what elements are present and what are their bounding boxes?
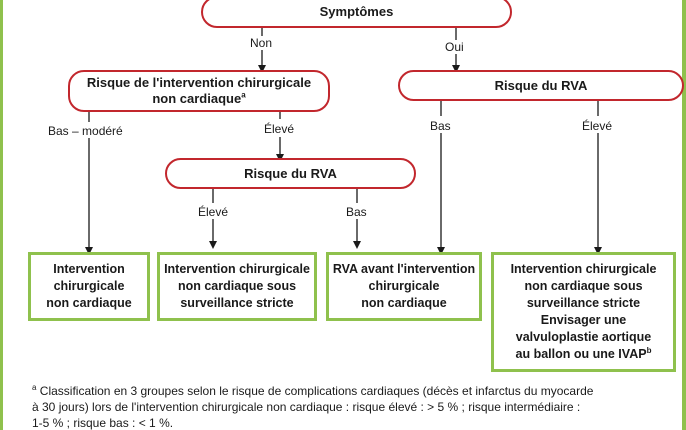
- node-risque-chir-text: Risque de l'intervention chirurgicale no…: [87, 75, 311, 107]
- outcome-4-text: Intervention chirurgicale non cardiaque …: [511, 261, 657, 363]
- footnote-ref-a: a: [241, 90, 246, 100]
- node-risque-rva-mid: Risque du RVA: [165, 158, 416, 189]
- node-symptomes: Symptômes: [201, 0, 512, 28]
- outcome-4-line5: valvuloplastie aortique: [515, 330, 652, 344]
- outcome-2-line1: Intervention chirurgicale: [164, 262, 310, 276]
- node-risque-chir-line2: non cardiaque: [152, 91, 242, 106]
- left-border-bar: [0, 0, 3, 430]
- footnote: a Classification en 3 groupes selon le r…: [32, 383, 680, 430]
- outcome-2-line3: surveillance stricte: [180, 296, 294, 310]
- outcome-surveillance-stricte: Intervention chirurgicale non cardiaque …: [157, 252, 317, 321]
- footnote-ref-b: b: [646, 345, 652, 355]
- outcome-valvuloplastie: Intervention chirurgicale non cardiaque …: [491, 252, 676, 372]
- outcome-1-line2: chirurgicale: [53, 279, 125, 293]
- footnote-line1: Classification en 3 groupes selon le ris…: [36, 384, 594, 398]
- footnote-line3: 1-5 % ; risque bas : < 1 %.: [32, 416, 174, 430]
- outcome-3-line2: chirurgicale: [368, 279, 440, 293]
- outcome-1-text: Intervention chirurgicale non cardiaque: [46, 261, 131, 312]
- outcome-1-line1: Intervention: [53, 262, 125, 276]
- outcome-rva-avant-intervention: RVA avant l'intervention chirurgicale no…: [326, 252, 482, 321]
- node-risque-rva-right: Risque du RVA: [398, 70, 684, 101]
- node-symptomes-label: Symptômes: [319, 4, 394, 19]
- outcome-3-line1: RVA avant l'intervention: [332, 262, 476, 276]
- edge-label-bas-modere: Bas – modéré: [48, 124, 123, 138]
- outcome-4-line3: surveillance stricte: [526, 296, 641, 310]
- outcome-4-line2: non cardiaque sous: [524, 279, 643, 293]
- edge-label-bas-right: Bas: [430, 119, 451, 133]
- node-risque-rva-right-label: Risque du RVA: [494, 77, 588, 93]
- outcome-2-text: Intervention chirurgicale non cardiaque …: [164, 261, 310, 312]
- outcome-4-line4: Envisager une: [540, 313, 627, 327]
- outcome-3-line3: non cardiaque: [361, 296, 447, 310]
- edge-label-eleve-chir: Élevé: [264, 122, 295, 136]
- outcome-4-line6: au ballon ou une IVAP: [515, 347, 647, 361]
- outcome-4-line1: Intervention chirurgicale: [510, 262, 657, 276]
- node-risque-chir-line1: Risque de l'intervention chirurgicale: [86, 75, 312, 90]
- outcome-3-text: RVA avant l'intervention chirurgicale no…: [333, 261, 475, 312]
- outcome-1-line3: non cardiaque: [46, 296, 132, 310]
- footnote-line2: à 30 jours) lors de l'intervention chiru…: [32, 400, 581, 414]
- edge-label-non: Non: [250, 36, 273, 50]
- node-risque-rva-mid-label: Risque du RVA: [244, 165, 337, 181]
- footnote-marker: a: [32, 383, 37, 392]
- edge-label-eleve-right: Élevé: [582, 119, 613, 133]
- outcome-2-line2: non cardiaque sous: [177, 279, 297, 293]
- right-border-bar: [682, 0, 686, 430]
- edge-label-bas-mid: Bas: [346, 205, 367, 219]
- edge-label-eleve-mid: Élevé: [198, 205, 229, 219]
- edge-label-oui: Oui: [445, 40, 464, 54]
- node-risque-chir: Risque de l'intervention chirurgicale no…: [68, 70, 330, 112]
- outcome-intervention-non-cardiaque: Intervention chirurgicale non cardiaque: [28, 252, 150, 321]
